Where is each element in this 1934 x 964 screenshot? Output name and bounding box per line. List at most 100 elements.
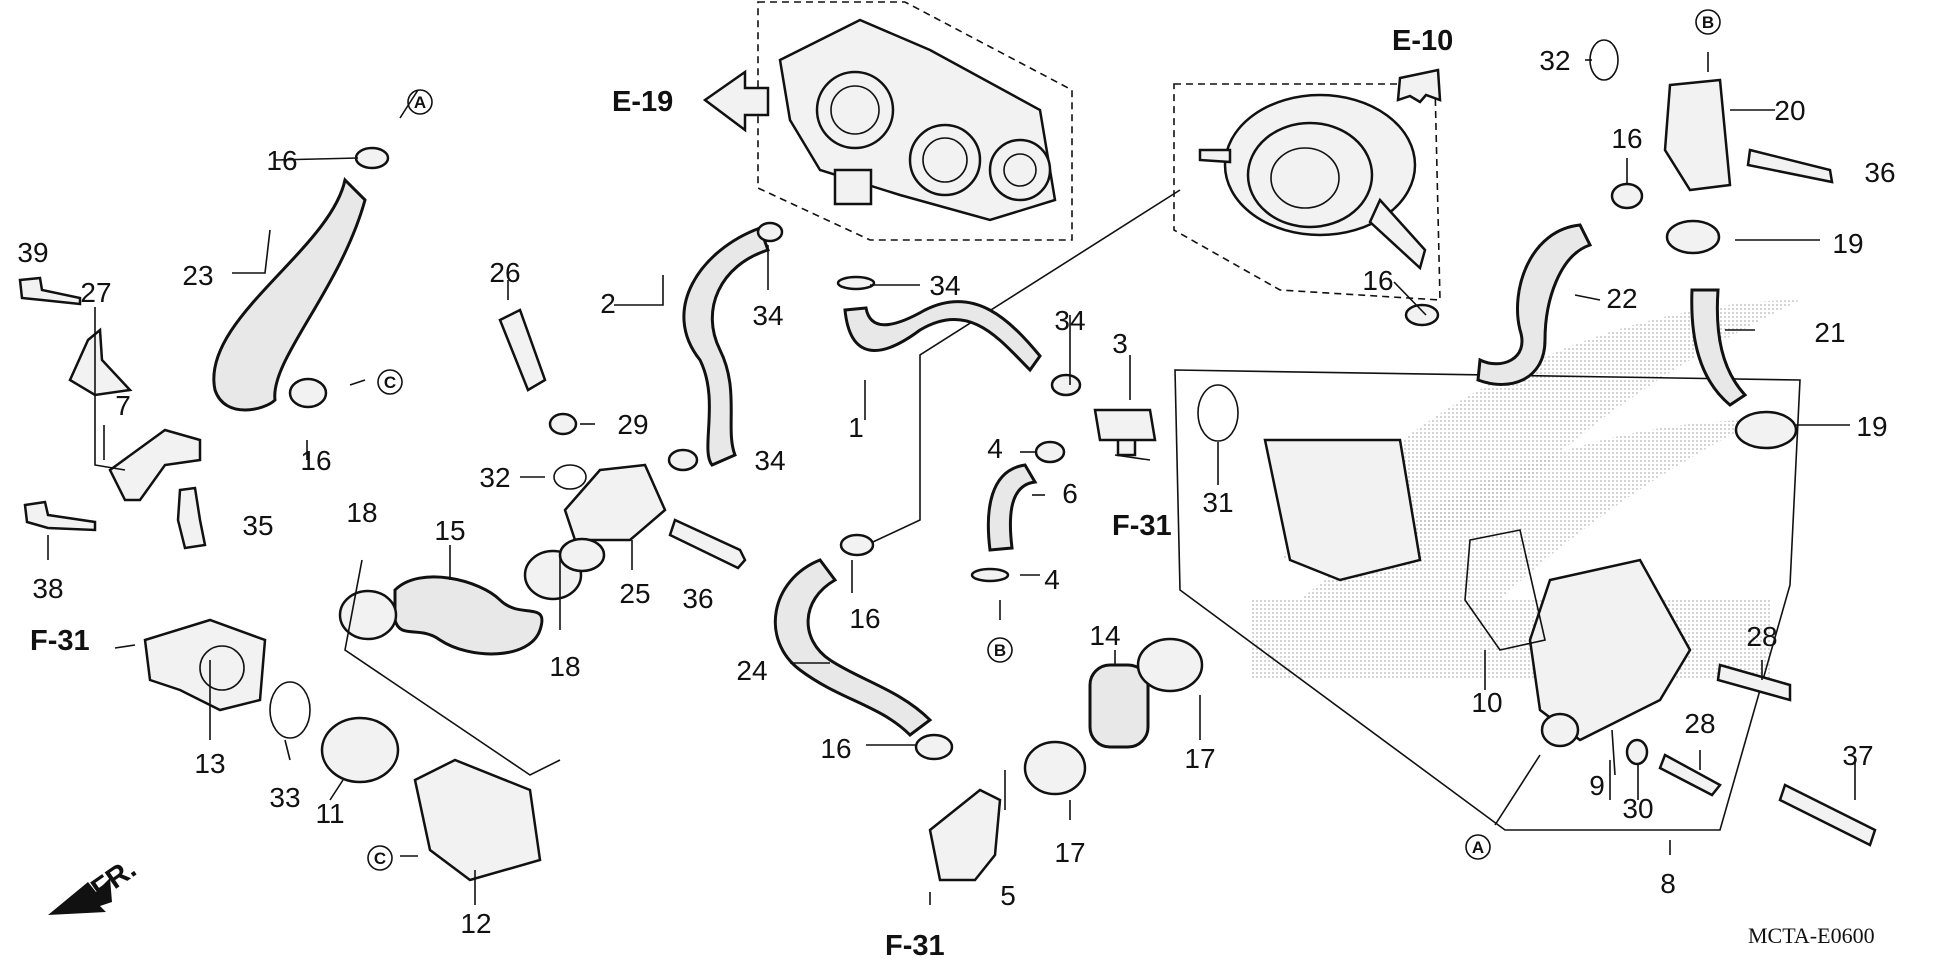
gasket-10 — [1464, 529, 1546, 651]
callout-3: 3 — [1112, 328, 1128, 359]
hose-23 — [212, 176, 367, 412]
svg-text:C: C — [374, 849, 386, 868]
connector-a-top — [407, 89, 433, 115]
hose-22 — [1476, 223, 1593, 386]
callout-13: 13 — [194, 748, 225, 779]
clamp-4b — [970, 567, 1010, 583]
callout-27: 27 — [80, 277, 111, 308]
svg-text:A: A — [1472, 838, 1484, 857]
callout-16d: 16 — [820, 733, 851, 764]
callout-18b: 18 — [549, 651, 580, 682]
callout-32b: 32 — [479, 462, 510, 493]
callout-21: 21 — [1814, 317, 1845, 348]
callout-31: 31 — [1202, 487, 1233, 518]
pump-assembly-outline — [1174, 369, 1801, 831]
hose-2 — [682, 226, 770, 467]
leader-lines — [47, 59, 1856, 905]
callout-28a: 28 — [1746, 621, 1777, 652]
bracket-27 — [68, 327, 133, 397]
callout-37: 37 — [1842, 740, 1873, 771]
clamp-16a — [354, 146, 390, 170]
clamp-34b — [836, 275, 876, 291]
joint-25 — [563, 463, 667, 542]
callouts: 1 2 3 4 4 5 6 7 8 9 10 11 12 13 14 15 16… — [17, 45, 1895, 939]
throttle-body — [778, 18, 1057, 222]
callout-10: 10 — [1471, 687, 1502, 718]
callout-9: 9 — [1589, 770, 1605, 801]
callout-29: 29 — [617, 409, 648, 440]
hose-6 — [986, 463, 1038, 552]
joint-20 — [1663, 78, 1732, 192]
arrows — [48, 52, 1709, 915]
callout-17a: 17 — [1054, 837, 1085, 868]
clamp-34c — [1050, 373, 1082, 397]
joint-13 — [143, 618, 267, 712]
callout-1: 1 — [848, 412, 864, 443]
callout-30: 30 — [1622, 793, 1653, 824]
callout-20: 20 — [1774, 95, 1805, 126]
callout-18a: 18 — [346, 497, 377, 528]
callout-34a: 34 — [752, 300, 783, 331]
callout-14: 14 — [1089, 620, 1120, 651]
callout-24: 24 — [736, 655, 767, 686]
clamp-34a — [756, 221, 784, 243]
callout-23: 23 — [182, 260, 213, 291]
clamp-16d — [914, 733, 954, 761]
valve-unit — [1198, 93, 1427, 271]
svg-text:B: B — [1702, 13, 1714, 32]
thermostat-cover-12 — [413, 758, 542, 882]
valve-assembly-outline — [1173, 83, 1441, 301]
e10-arrow — [1396, 68, 1442, 104]
callout-25: 25 — [619, 578, 650, 609]
washer-29 — [548, 412, 578, 436]
callout-7: 7 — [115, 390, 131, 421]
connector-c-top — [377, 369, 403, 395]
callout-28b: 28 — [1684, 708, 1715, 739]
svg-text:C: C — [384, 373, 396, 392]
washer-30 — [1625, 738, 1649, 766]
callout-16e: 16 — [1362, 265, 1393, 296]
section-e10: E-10 — [1392, 25, 1453, 57]
clamp-19a — [1665, 219, 1721, 255]
connector-a-bottom — [1465, 834, 1491, 860]
callout-34b: 34 — [929, 270, 960, 301]
callout-11: 11 — [315, 798, 344, 829]
bolt-28a — [1716, 663, 1792, 702]
hose-15 — [393, 575, 544, 656]
callout-34c: 34 — [1054, 305, 1085, 336]
clamp-16c — [839, 533, 875, 557]
o-ring-31 — [1197, 384, 1239, 442]
clamp-19b — [1734, 410, 1798, 450]
clamp-16b — [288, 377, 328, 409]
bolt-35 — [176, 486, 207, 550]
callout-32a: 32 — [1539, 45, 1570, 76]
bolt-28b — [1658, 753, 1722, 797]
callout-4a: 4 — [987, 433, 1003, 464]
joint-5 — [928, 788, 1002, 882]
o-ring-33 — [269, 681, 311, 739]
o-ring-32a — [1589, 39, 1619, 81]
callout-34d: 34 — [754, 445, 785, 476]
bolt-39 — [18, 276, 82, 306]
callout-16b: 16 — [300, 445, 331, 476]
section-f31-bottom: F-31 — [885, 930, 945, 962]
hose-1 — [843, 300, 1042, 373]
hose-21 — [1690, 288, 1748, 407]
sensor-26 — [498, 308, 547, 392]
svg-text:B: B — [994, 641, 1006, 660]
section-f31-left: F-31 — [30, 625, 90, 657]
callout-16c: 16 — [849, 603, 880, 634]
clamp-16e — [1404, 303, 1440, 327]
callout-5: 5 — [1000, 880, 1016, 911]
section-e19: E-19 — [612, 86, 673, 118]
callout-19a: 19 — [1832, 228, 1863, 259]
pump-impeller — [1263, 438, 1422, 582]
section-f31-mid: F-31 — [1112, 510, 1172, 542]
callout-2: 2 — [600, 288, 616, 319]
pump-housing-9 — [1528, 558, 1692, 742]
callout-26: 26 — [489, 257, 520, 288]
callout-35: 35 — [242, 510, 273, 541]
callout-4b: 4 — [1044, 564, 1060, 595]
bolt-36a — [668, 518, 747, 570]
